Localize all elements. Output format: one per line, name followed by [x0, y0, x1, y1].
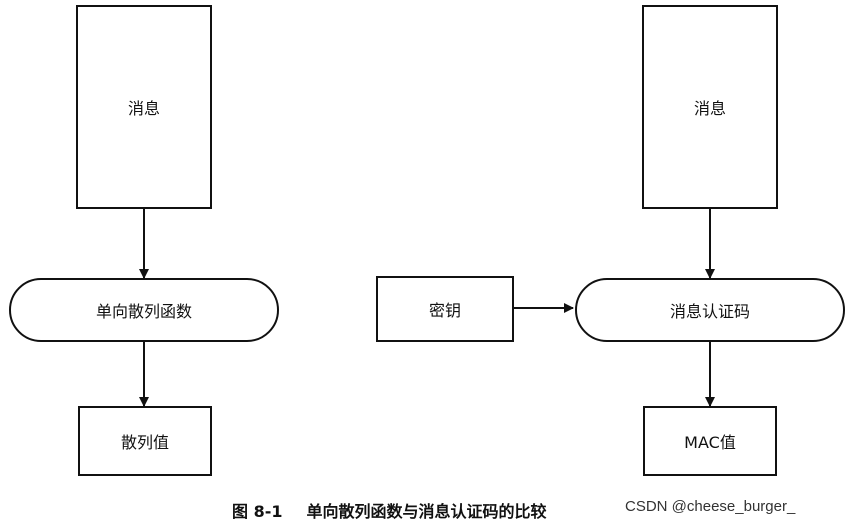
figure-caption-text: 单向散列函数与消息认证码的比较 — [306, 502, 547, 521]
hash-value-label: 散列值 — [120, 433, 169, 452]
hash-value-box: 散列值 — [78, 406, 212, 476]
right-message-label: 消息 — [693, 99, 726, 118]
watermark-text: CSDN @cheese_burger_ — [625, 498, 796, 515]
left-message-label: 消息 — [127, 99, 160, 118]
figure-number: 图 8-1 — [232, 502, 283, 521]
hash-function-node: 单向散列函数 — [9, 278, 279, 342]
key-box: 密钥 — [376, 276, 514, 342]
figure-caption: 图 8-1 单向散列函数与消息认证码的比较 — [232, 498, 547, 522]
left-message-box: 消息 — [76, 5, 212, 209]
mac-function-node: 消息认证码 — [575, 278, 845, 342]
key-label: 密钥 — [428, 301, 461, 320]
mac-value-box: MAC值 — [643, 406, 777, 476]
mac-value-label: MAC值 — [684, 433, 736, 452]
mac-function-label: 消息认证码 — [669, 302, 750, 321]
right-message-box: 消息 — [642, 5, 778, 209]
hash-function-label: 单向散列函数 — [95, 302, 192, 321]
